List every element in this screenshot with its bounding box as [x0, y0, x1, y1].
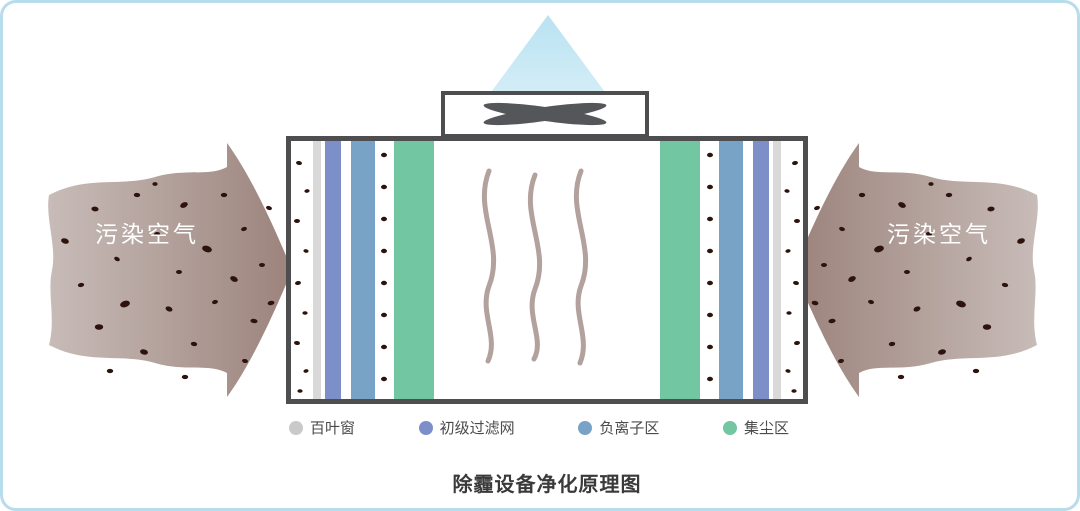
background-graphics: [48, 15, 1038, 397]
louver-stripe-left: [313, 141, 321, 399]
louver-stripe-right: [773, 141, 781, 399]
airflow-lines: [482, 168, 588, 366]
legend-item-dust-collection: 集尘区: [722, 417, 789, 438]
polluted-air-label-left: 污染空气: [95, 221, 199, 247]
purifier-housing: [286, 136, 808, 404]
negative-ion-stripe-left: [351, 141, 375, 399]
legend-swatch-louver: [289, 420, 303, 435]
diagram-title: 除霾设备净化原理图: [452, 474, 642, 496]
polluted-air-arrow-right: [794, 143, 1038, 397]
dust-collect-stripe-left: [394, 141, 434, 399]
negative-ion-stripe-right: [719, 141, 743, 399]
legend-item-primary-filter: 初级过滤网: [418, 417, 515, 438]
polluted-air-label-right: 污染空气: [887, 221, 991, 247]
primary-filter-stripe-right: [753, 141, 769, 399]
purifier-internals: [294, 141, 800, 399]
particles-inside: [294, 152, 800, 393]
legend-swatch-negative-ion: [578, 420, 593, 435]
legend-swatch-primary-filter: [418, 420, 433, 435]
legend-label-negative-ion: 负离子区: [599, 420, 660, 437]
particles-left: [61, 182, 275, 380]
clean-air-up-arrow: [480, 15, 616, 141]
legend-item-negative-ion: 负离子区: [578, 417, 659, 438]
legend-label-dust-collection: 集尘区: [743, 420, 789, 437]
fan-unit: [441, 91, 649, 138]
dust-collect-stripe-right: [660, 141, 700, 399]
legend-item-louver: 百叶窗: [289, 417, 355, 438]
primary-filter-stripe-left: [325, 141, 341, 399]
particles-right: [811, 182, 1025, 380]
legend-label-primary-filter: 初级过滤网: [439, 420, 515, 437]
legend-label-louver: 百叶窗: [310, 420, 356, 437]
legend: 百叶窗 初级过滤网 负离子区 集尘区: [289, 417, 789, 438]
legend-swatch-dust-collection: [722, 420, 737, 435]
fan-blade-icon: [483, 102, 607, 126]
polluted-air-arrow-left: [48, 143, 293, 397]
